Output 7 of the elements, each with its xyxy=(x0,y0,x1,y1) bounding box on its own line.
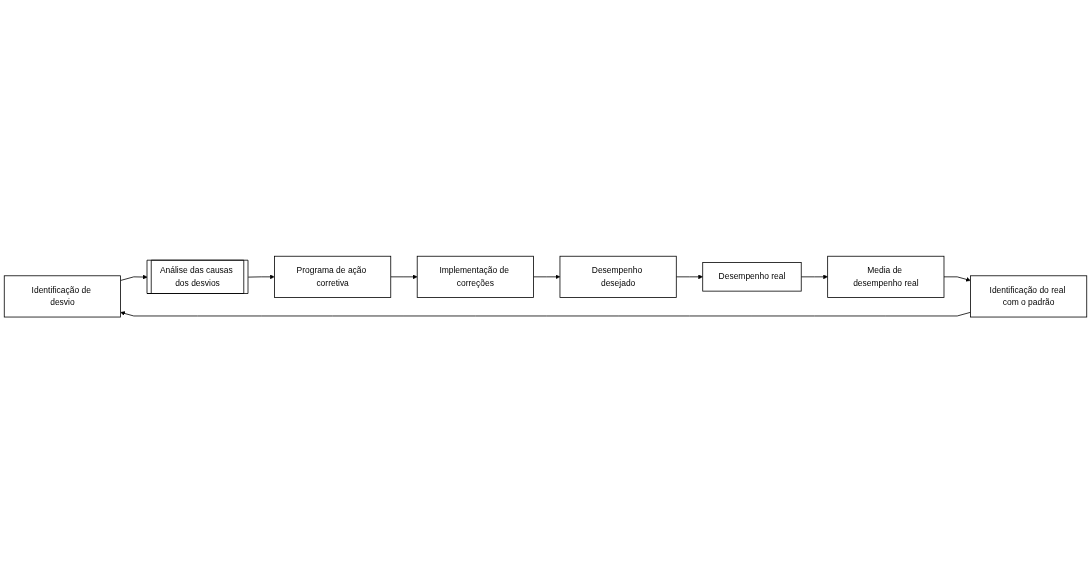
node-box: Identificação de desvio xyxy=(3,275,121,318)
node-box: Implementação de correções xyxy=(416,255,534,298)
node-box: Desempenho desejado xyxy=(559,255,677,298)
node-box: Media de desempenho real xyxy=(827,255,945,298)
node-box: Identificação do real com o padrão xyxy=(970,275,1088,318)
node-box: Desempenho real xyxy=(702,262,802,292)
node-box: Programa de ação corretiva xyxy=(274,255,392,298)
